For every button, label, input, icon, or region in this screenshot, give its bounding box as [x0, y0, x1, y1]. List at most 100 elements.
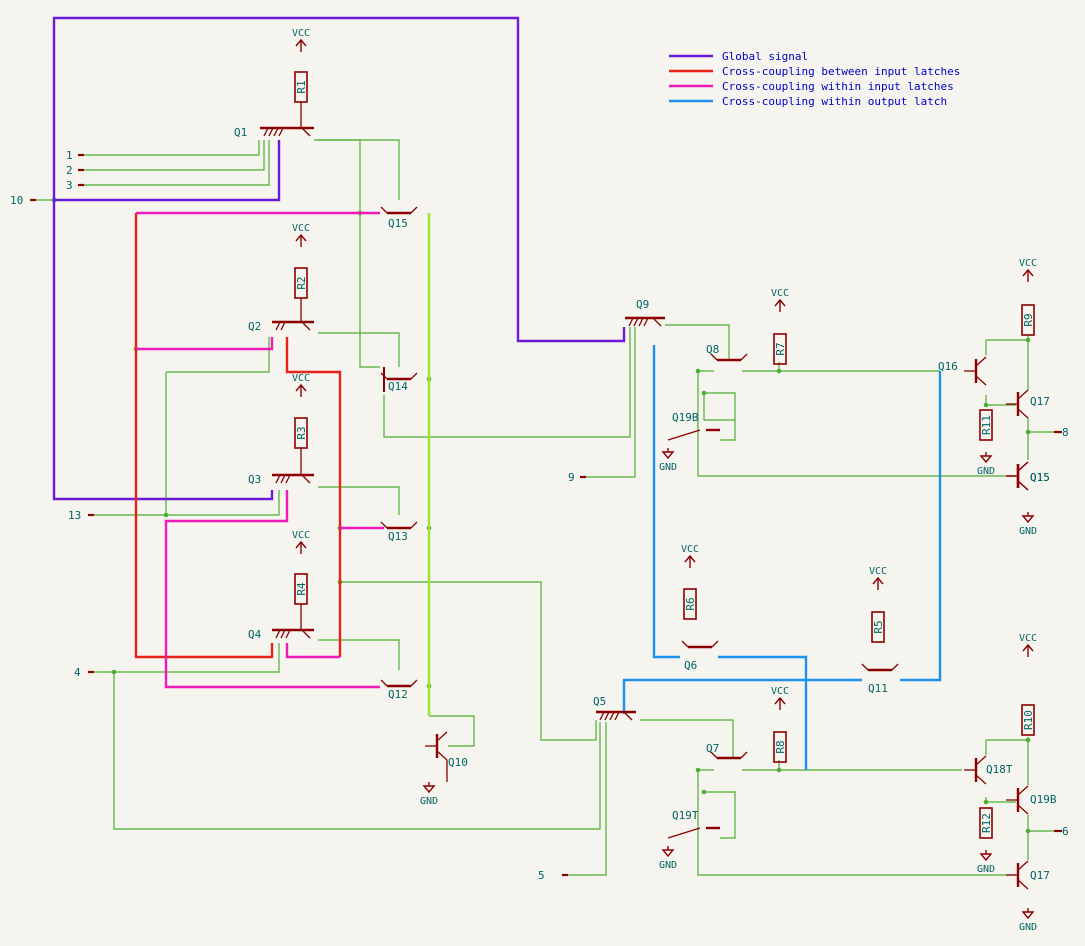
- resistor-label: R3: [295, 426, 308, 439]
- legend-label: Cross-coupling within input latches: [722, 80, 954, 93]
- junction: [776, 368, 782, 374]
- resistor-label: R12: [980, 813, 993, 833]
- net-cross-input-latches: [134, 213, 274, 659]
- wire: [359, 213, 380, 368]
- gnd-symbol: [1021, 515, 1035, 524]
- emitter: [380, 521, 388, 529]
- collector: [975, 356, 987, 367]
- junction: [776, 767, 782, 773]
- wire: [986, 737, 1029, 741]
- junction: [695, 767, 701, 773]
- emitter: [1017, 804, 1029, 815]
- emitter: [681, 640, 689, 648]
- pin-label: 9: [568, 471, 575, 484]
- pin-label: 4: [74, 666, 81, 679]
- collector: [1017, 860, 1029, 871]
- wire: [340, 581, 597, 741]
- emitter: [275, 474, 281, 484]
- collector: [1017, 389, 1029, 400]
- collector: [301, 127, 311, 137]
- resistor: [773, 731, 787, 763]
- wires: [30, 139, 1058, 876]
- pin-label: 1: [66, 149, 73, 162]
- wire: [88, 643, 280, 673]
- net-global-signal: [52, 200, 274, 501]
- resistor-label: R2: [295, 276, 308, 289]
- collector: [891, 663, 899, 671]
- emitter: [380, 206, 388, 214]
- transistor-label: Q6: [684, 659, 697, 672]
- pin-label: 5: [538, 869, 545, 882]
- emitter: [609, 711, 615, 721]
- vcc-label: VCC: [681, 544, 699, 555]
- transistor-label: Q19B: [1030, 793, 1057, 806]
- transistor-label: Q18T: [986, 763, 1013, 776]
- emitter: [275, 321, 281, 331]
- emitter: [710, 353, 718, 361]
- transistor-label: Q13: [388, 530, 408, 543]
- resistor: [683, 588, 697, 620]
- transistor-label: Q10: [448, 756, 468, 769]
- transistor-label: Q4: [248, 628, 262, 641]
- pin-label: 13: [68, 509, 81, 522]
- transistor-label: Q3: [248, 473, 261, 486]
- resistor-label: R7: [774, 342, 787, 355]
- emitter: [633, 317, 639, 327]
- wire: [78, 140, 265, 171]
- gnd-label: GND: [977, 864, 995, 875]
- wire: [314, 139, 361, 213]
- resistor-label: R9: [1022, 313, 1035, 326]
- wire: [318, 139, 400, 200]
- wire: [383, 327, 631, 438]
- net-cross-within-input: [285, 643, 340, 659]
- junction: [1025, 737, 1031, 743]
- net-global-signal: [52, 16, 626, 343]
- net-cross-output-latch: [900, 371, 942, 682]
- transistor-label: Q8: [706, 343, 719, 356]
- pin-label: 3: [66, 179, 73, 192]
- emitter: [1017, 879, 1029, 890]
- resistor: [979, 807, 993, 839]
- collector: [410, 206, 418, 214]
- transistor-label: Q14: [388, 380, 408, 393]
- legend-label: Cross-coupling between input latches: [722, 65, 960, 78]
- wire: [703, 393, 736, 441]
- junction: [1025, 828, 1031, 834]
- collector: [410, 679, 418, 687]
- emitter: [285, 629, 291, 639]
- collector: [301, 474, 311, 484]
- collector: [410, 521, 418, 529]
- resistor-label: R10: [1022, 710, 1035, 730]
- resistor: [871, 611, 885, 643]
- collector: [711, 640, 719, 648]
- gnd-symbol: [422, 785, 436, 794]
- vcc-label: VCC: [771, 686, 789, 697]
- gnd-label: GND: [977, 466, 995, 477]
- net-cross-output-latch: [622, 678, 862, 714]
- transistor-label: Q19B: [672, 411, 699, 424]
- emitter: [273, 127, 279, 137]
- transistor-label: Q12: [388, 688, 408, 701]
- emitter: [614, 711, 620, 721]
- collector: [740, 751, 748, 759]
- wire: [580, 327, 636, 478]
- vcc-label: VCC: [869, 566, 887, 577]
- emitter: [280, 474, 286, 484]
- collector: [975, 755, 987, 766]
- collector: [436, 731, 448, 742]
- net-cross-within-input: [164, 490, 380, 689]
- wire: [78, 140, 260, 156]
- wire: [166, 337, 270, 373]
- resistor-label: R1: [295, 80, 308, 93]
- transistor-label: Q17: [1030, 869, 1050, 882]
- gnd-symbol: [661, 451, 675, 460]
- transistor-label: Q15: [1030, 471, 1050, 484]
- vcc-label: VCC: [1019, 633, 1037, 644]
- junction: [701, 789, 707, 795]
- components: [30, 38, 1062, 920]
- resistor: [773, 333, 787, 365]
- gnd-symbol: [979, 455, 993, 464]
- transistor-label: Q2: [248, 320, 261, 333]
- wire: [704, 791, 736, 839]
